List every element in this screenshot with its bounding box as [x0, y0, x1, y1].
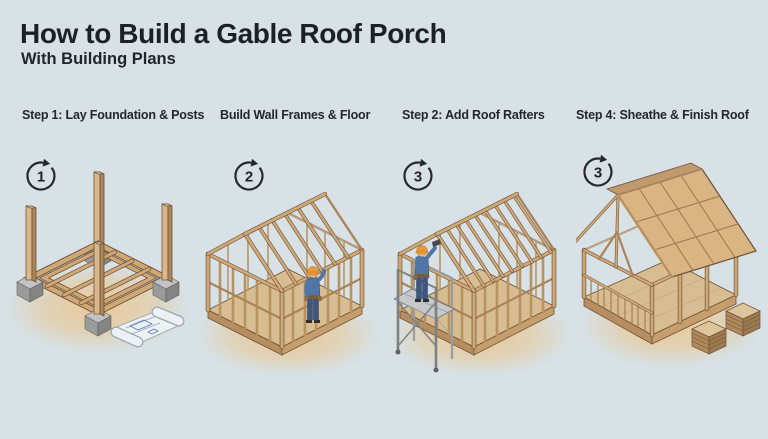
- wood-post: [25, 203, 173, 317]
- wall-frames-illustration: [196, 191, 380, 375]
- rotate-arrow-icon: [403, 161, 433, 191]
- step-label-1: Step 1: Lay Foundation & Posts: [22, 108, 205, 122]
- nail-gun-icon: [432, 239, 441, 247]
- step-panel-2: Build Wall Frames & Floor 2: [192, 0, 384, 439]
- roof-rafters-illustration: [388, 191, 572, 375]
- rotate-step-badge-1: 1: [26, 158, 56, 191]
- finished-roof-illustration: [576, 162, 761, 367]
- badge-number: 3: [414, 169, 422, 186]
- rotate-step-badge-4: 3: [583, 154, 613, 187]
- lumber-stack: [691, 320, 727, 355]
- rotate-arrow-icon: [583, 157, 613, 187]
- floor-deck: [207, 268, 363, 356]
- step-label-3: Step 2: Add Roof Rafters: [402, 108, 545, 122]
- badge-number: 3: [594, 165, 602, 182]
- badge-number: 1: [37, 169, 45, 186]
- page-title: How to Build a Gable Roof Porch: [20, 18, 447, 49]
- porch-railing: [582, 273, 654, 331]
- worker-figure: [413, 239, 441, 302]
- roof-rafter-frame: [206, 191, 364, 293]
- step-label-4: Step 4: Sheathe & Finish Roof: [576, 108, 749, 122]
- sheathed-gable-roof: [576, 162, 757, 279]
- left-wall-frame: [206, 252, 284, 343]
- step-label-2: Build Wall Frames & Floor: [220, 108, 371, 122]
- page-subtitle: With Building Plans: [21, 50, 176, 68]
- wood-post: [93, 171, 105, 249]
- concrete-footing: [16, 274, 180, 337]
- rotate-arrow-icon: [234, 161, 264, 191]
- badge-number: 2: [245, 169, 253, 186]
- rotate-step-badge-2: 2: [234, 158, 264, 191]
- step-panel-4: Step 4: Sheathe & Finish Roof 3: [576, 0, 768, 439]
- step-panel-3: Step 2: Add Roof Rafters 3: [384, 0, 576, 439]
- lumber-stack: [725, 302, 761, 337]
- roof-rafter-frame: [398, 191, 556, 293]
- floor-deck: [583, 259, 737, 345]
- worker-figure: [304, 266, 326, 323]
- step-panel-1: Step 1: Lay Foundation & Posts 1: [0, 0, 204, 439]
- rotate-step-badge-3: 3: [403, 158, 433, 191]
- gable-truss: [582, 195, 654, 287]
- foundation-posts-illustration: [6, 171, 190, 352]
- blueprint-roll: [110, 306, 185, 348]
- rotate-arrow-icon: [26, 161, 56, 191]
